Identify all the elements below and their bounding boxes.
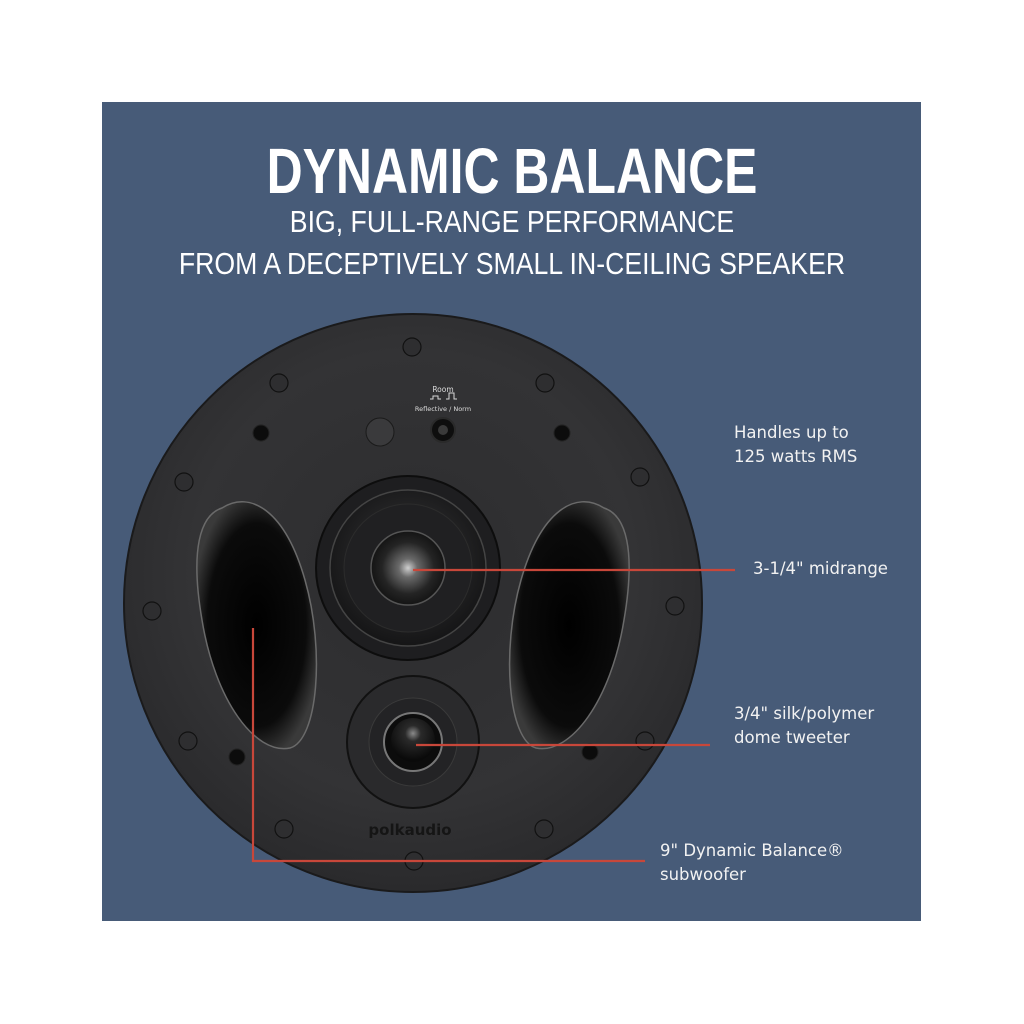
headline-subtitle-1: BIG, FULL-RANGE PERFORMANCE <box>289 204 735 239</box>
headline-subtitle-2: FROM A DECEPTIVELY SMALL IN-CEILING SPEA… <box>178 246 846 281</box>
callout-subwoofer: 9" Dynamic Balance® subwoofer <box>660 839 844 887</box>
switch-label-room: Room <box>432 385 453 394</box>
callout-power-line2: 125 watts RMS <box>734 447 858 466</box>
screw-icons <box>228 424 599 766</box>
callout-tweeter-line2: dome tweeter <box>734 728 850 747</box>
callout-power-line1: Handles up to <box>734 423 849 442</box>
callout-midrange: 3-1/4" midrange <box>753 557 888 581</box>
left-bass-port <box>196 501 318 750</box>
leader-lines <box>251 568 735 863</box>
room-switch-area <box>365 392 457 447</box>
callout-power: Handles up to 125 watts RMS <box>734 421 857 469</box>
switch-label-mode: Reflective / Norm <box>415 405 471 413</box>
callout-tweeter-line1: 3/4" silk/polymer <box>734 704 875 723</box>
callout-subwoofer-line1: 9" Dynamic Balance® <box>660 841 844 860</box>
midrange-driver <box>315 475 501 661</box>
callout-subwoofer-line2: subwoofer <box>660 865 746 884</box>
mounting-dimples <box>142 337 685 871</box>
right-bass-port <box>508 501 630 750</box>
brand-logo: polkaudio <box>368 821 451 839</box>
callout-midrange-line1: 3-1/4" midrange <box>753 559 888 578</box>
subwoofer-leader-line <box>251 628 645 863</box>
tweeter-driver <box>346 675 480 809</box>
callout-tweeter: 3/4" silk/polymer dome tweeter <box>734 702 874 750</box>
headline-title: DYNAMIC BALANCE <box>266 135 758 207</box>
